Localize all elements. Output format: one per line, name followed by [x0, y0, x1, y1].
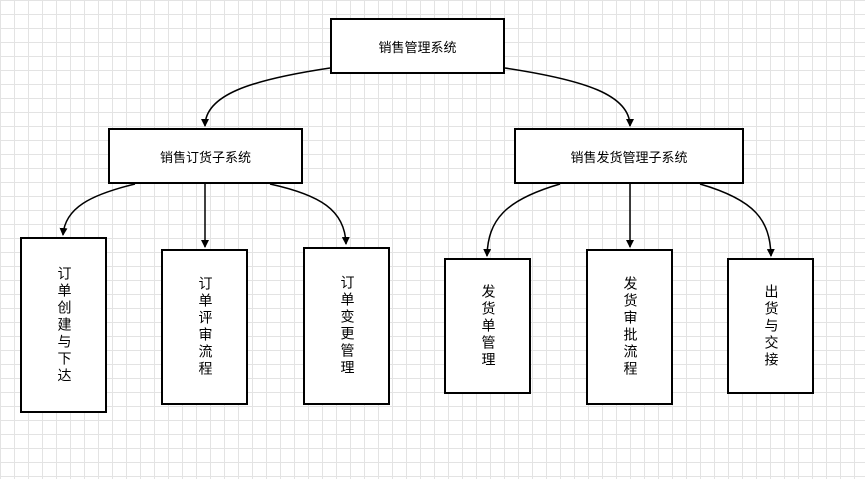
delivery-subsystem-label: 销售发货管理子系统: [570, 150, 688, 166]
delivery-note-label: 发货单管理: [479, 283, 496, 369]
delivery-approval-node: 发货审批流程: [586, 249, 673, 405]
handover-node: 出货与交接: [727, 258, 814, 394]
delivery-note-node: 发货单管理: [444, 258, 531, 394]
root-label: 销售管理系统: [378, 40, 457, 56]
order-change-label: 订单变更管理: [338, 275, 355, 377]
root-node: 销售管理系统: [330, 18, 505, 74]
edge-delivery-to-note: [483, 183, 561, 257]
order-review-node: 订单评审流程: [161, 249, 248, 405]
edge-root-to-order-subsystem: [201, 67, 331, 127]
order-create-node: 订单创建与下达: [20, 237, 107, 413]
handover-label: 出货与交接: [762, 283, 779, 369]
edge-order-to-create: [59, 183, 136, 236]
order-subsystem-node: 销售订货子系统: [108, 128, 303, 184]
edge-order-to-change: [269, 183, 350, 245]
edge-delivery-to-handover: [699, 183, 775, 257]
order-review-label: 订单评审流程: [196, 276, 213, 378]
order-change-node: 订单变更管理: [303, 247, 390, 405]
order-create-label: 订单创建与下达: [55, 265, 72, 385]
order-subsystem-label: 销售订货子系统: [159, 150, 251, 166]
delivery-subsystem-node: 销售发货管理子系统: [514, 128, 744, 184]
delivery-approval-label: 发货审批流程: [621, 276, 638, 378]
edge-root-to-delivery-subsystem: [504, 67, 634, 127]
